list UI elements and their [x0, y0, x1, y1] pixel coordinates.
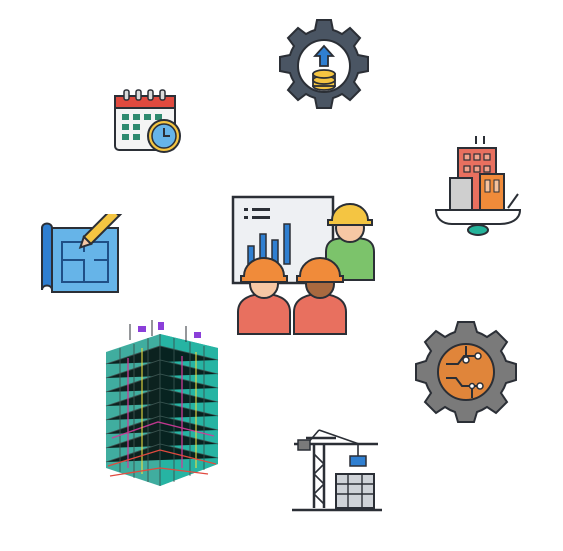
gear-circuit-icon: [410, 318, 522, 426]
tower-crane-icon: [292, 426, 382, 512]
bim-building-model-icon: [98, 318, 222, 488]
calendar-clock-icon: [112, 88, 184, 156]
construction-team-meeting-icon: [230, 194, 380, 336]
buildings-on-hand-icon: [432, 134, 524, 238]
gear-coin-growth-icon: [274, 16, 374, 116]
blueprint-pencil-icon: [38, 214, 124, 296]
